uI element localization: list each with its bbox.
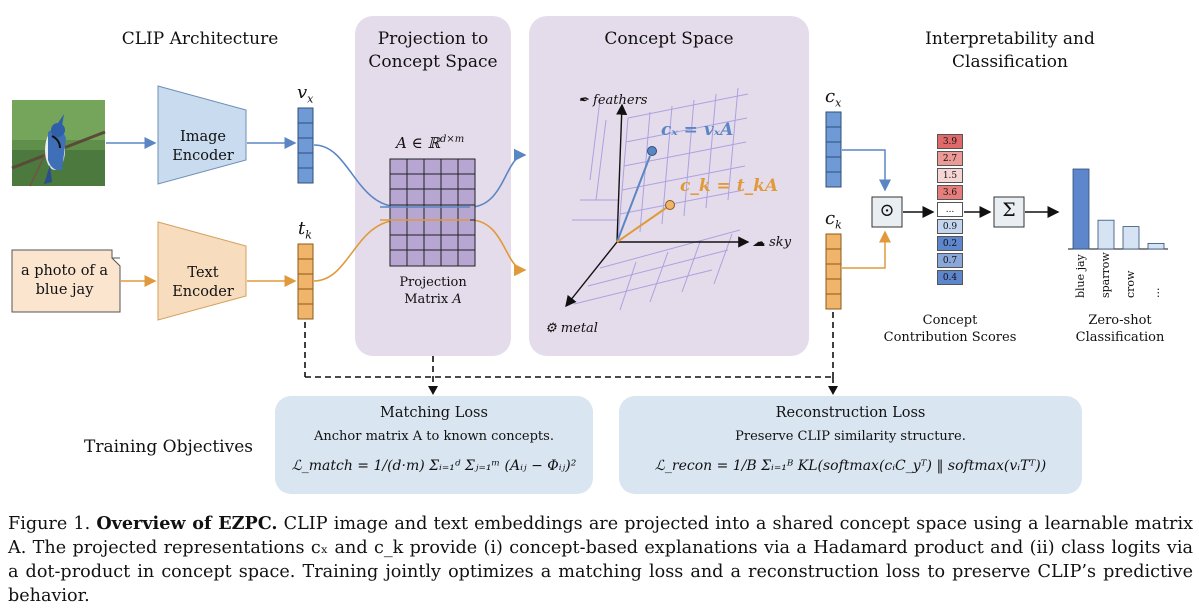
interpretability-title: Interpretability and Classification [925,29,1095,72]
projection-title: Projection to Concept Space [368,29,498,72]
projection-caption: Projection Matrix A [399,275,467,307]
ck-embedding [825,233,842,310]
class-label: sparrow [1099,252,1112,298]
score-cell: ... [937,202,963,217]
score-cell: 3.6 [937,185,963,200]
matching-loss-title: Matching Loss [380,405,488,421]
projection-matrix [389,158,476,267]
sky-label: ☁ sky [752,235,792,250]
vx-embedding [297,107,314,184]
score-cell: 0.2 [937,236,963,251]
clip-architecture-title: CLIP Architecture [121,29,279,49]
score-cell: 1.5 [937,168,963,183]
zero-shot-bar [1097,219,1115,250]
bird-photo [11,100,106,187]
score-cell: 0.7 [937,253,963,268]
hadamard-symbol: ⊙ [879,200,895,221]
score-cell: 3.9 [937,134,963,149]
zero-shot-bar [1147,242,1165,250]
text-encoder [157,221,247,321]
cx-embedding [825,111,842,188]
cx-equation: cₓ = vₓA [661,120,734,140]
figure-caption: Figure 1. Overview of EZPC. CLIP image a… [8,513,1193,606]
reconstruction-loss-title: Reconstruction Loss [775,405,926,421]
reconstruction-loss-desc: Preserve CLIP similarity structure. [735,429,966,444]
cx-point [647,146,657,156]
ck-label: ck [825,208,842,232]
architecture-diagram [11,85,1168,395]
training-objectives-label: Training Objectives [84,437,253,457]
matching-loss-desc: Anchor matrix A to known concepts. [314,429,554,444]
score-cell: 2.7 [937,151,963,166]
matching-loss-box [275,396,593,494]
class-label: crow [1124,270,1137,298]
sum-symbol: Σ [1002,199,1016,221]
matrix-label: A ∈ ℝd×m [396,134,465,152]
cx-label: cx [825,86,842,110]
reconstruction-loss-box [619,396,1082,494]
hadamard-operator [871,196,903,228]
ck-equation: c_k = t_kA [680,176,779,196]
concept-grid [572,87,749,311]
metal-label: ⚙ metal [545,321,598,336]
tk-label: tk [298,218,312,242]
matching-loss-formula: ℒ_match = 1/(d·m) Σᵢ₌₁ᵈ Σⱼ₌₁ᵐ (Aᵢⱼ − Φᵢⱼ… [291,458,577,474]
zero-shot-bar [1122,226,1140,250]
score-cell: 0.9 [937,219,963,234]
class-label: ... [1149,287,1162,299]
vx-label: vx [297,82,314,106]
reconstruction-loss-formula: ℒ_recon = 1/B Σᵢ₌₁ᴮ KL(softmax(cᵢC_yᵀ) ‖… [654,458,1047,474]
feathers-label: ✒ feathers [578,93,648,108]
sum-operator [993,196,1025,228]
score-cell: 0.4 [937,270,963,285]
image-encoder [157,85,247,185]
class-label: blue jay [1074,254,1087,298]
tk-embedding [297,243,314,320]
zero-shot-bar [1072,168,1090,250]
concept-space-title: Concept Space [604,29,734,49]
ck-point [665,200,675,210]
